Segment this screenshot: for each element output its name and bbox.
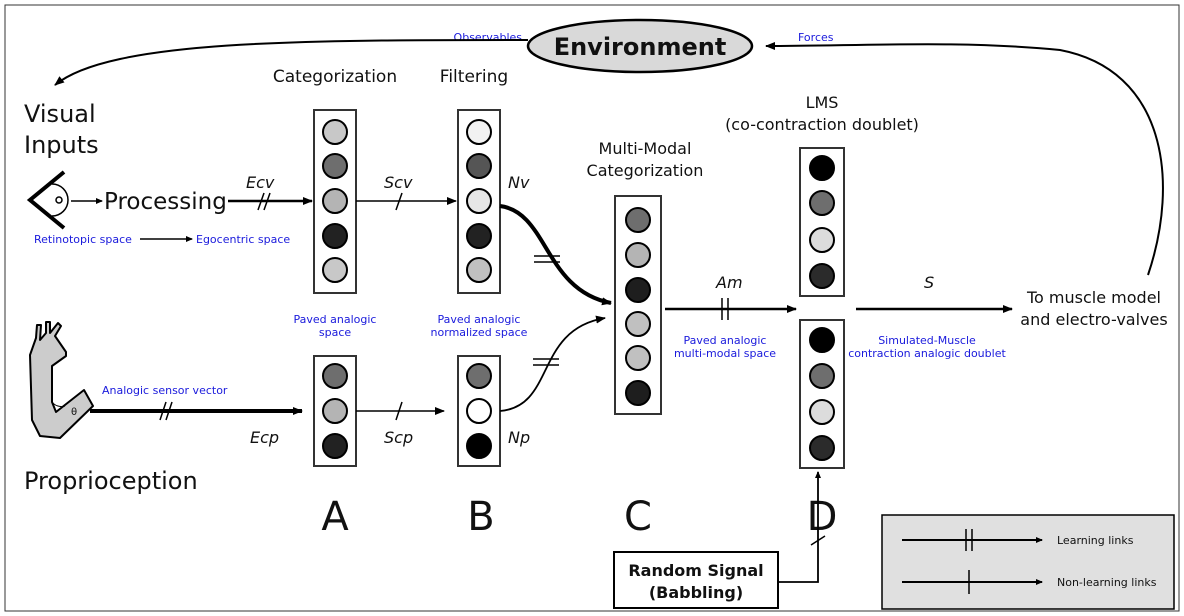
random-signal-box xyxy=(613,551,779,609)
nv-label: Nv xyxy=(508,173,530,192)
scv-tick xyxy=(395,192,403,211)
nv-link xyxy=(499,204,612,306)
visual-inputs-line1: Visual xyxy=(24,100,96,128)
letter-b: B xyxy=(467,494,494,540)
neuron-c1 xyxy=(625,207,651,233)
scp-label: Scp xyxy=(384,428,413,447)
neuron-b-v3 xyxy=(466,188,492,214)
filtering-header: Filtering xyxy=(440,67,508,87)
neuron-d-t3 xyxy=(809,227,835,253)
forces-label: Forces xyxy=(798,31,834,44)
visual-inputs-line2: Inputs xyxy=(24,131,99,159)
categorization-header: Categorization xyxy=(273,67,397,87)
neuron-b-v4 xyxy=(466,223,492,249)
neuron-c2 xyxy=(625,242,651,268)
legend-non-learning-label: Non-learning links xyxy=(1057,576,1157,589)
legend-learning-label: Learning links xyxy=(1057,534,1134,547)
neuron-c5 xyxy=(625,345,651,371)
multimodal-header-line1: Multi-Modal xyxy=(599,139,692,158)
egocentric-label: Egocentric space xyxy=(196,233,290,246)
neuron-a-v5 xyxy=(322,257,348,283)
neuron-d-b2 xyxy=(809,363,835,389)
paved-normalized-line1: Paved analogic xyxy=(438,313,521,326)
output-line1: To muscle model xyxy=(1026,288,1161,307)
neuron-d-b4 xyxy=(809,435,835,461)
neuron-d-b1 xyxy=(809,327,835,353)
scv-label: Scv xyxy=(384,173,413,192)
letter-c: C xyxy=(624,494,652,540)
random-signal-line1: Random Signal xyxy=(628,561,763,580)
neuron-c3 xyxy=(625,277,651,303)
neuron-a-v3 xyxy=(322,188,348,214)
multimodal-header-line2: Categorization xyxy=(587,161,704,180)
neuron-d-t1 xyxy=(809,155,835,181)
arm-icon xyxy=(29,321,94,439)
output-line2: and electro-valves xyxy=(1020,310,1167,329)
neuron-b-p3 xyxy=(466,433,492,459)
proprioception-label: Proprioception xyxy=(24,467,198,495)
scp-tick xyxy=(395,401,403,421)
ecv-learning-tick-1 xyxy=(257,192,265,211)
paved-normalized-line2: normalized space xyxy=(431,326,528,339)
neuron-b-v2 xyxy=(466,153,492,179)
processing-label: Processing xyxy=(104,189,227,215)
neuron-a-v1 xyxy=(322,119,348,145)
ecv-label: Ecv xyxy=(246,173,275,192)
neuron-b-p2 xyxy=(466,398,492,424)
observables-label: Observables xyxy=(454,31,523,44)
observables-arrow xyxy=(54,39,529,86)
babbling-tick xyxy=(810,535,826,546)
lms-header-line1: LMS xyxy=(806,93,839,112)
analogic-sensor-label: Analogic sensor vector xyxy=(102,384,228,397)
babbling-link xyxy=(778,471,821,583)
neuron-d-t4 xyxy=(809,263,835,289)
outer-frame xyxy=(4,4,1180,612)
paved-analogic-line1: Paved analogic xyxy=(294,313,377,326)
am-label: Am xyxy=(715,273,743,292)
ecp-learning-tick-1 xyxy=(159,401,167,421)
ecp-label: Ecp xyxy=(250,428,279,447)
lms-header-line2: (co-contraction doublet) xyxy=(725,115,919,134)
theta-label: θ xyxy=(71,407,77,418)
neuron-a-p1 xyxy=(322,363,348,389)
neuron-b-v1 xyxy=(466,119,492,145)
forces-arrow xyxy=(765,41,1164,276)
neuron-c6 xyxy=(625,380,651,406)
paved-multimodal-line1: Paved analogic xyxy=(684,334,767,347)
ecv-learning-tick-2 xyxy=(263,192,271,211)
neuron-c4 xyxy=(625,311,651,337)
paved-multimodal-line2: multi-modal space xyxy=(674,347,776,360)
legend-box xyxy=(881,514,1175,610)
np-link xyxy=(499,315,606,412)
neuron-a-p2 xyxy=(322,398,348,424)
s-label: S xyxy=(924,273,934,292)
environment-node xyxy=(526,18,754,74)
sim-muscle-line1: Simulated-Muscle xyxy=(878,334,976,347)
paved-analogic-line2: space xyxy=(319,326,352,339)
ecp-learning-tick-2 xyxy=(165,401,173,421)
neuron-b-p1 xyxy=(466,363,492,389)
neuron-a-v2 xyxy=(322,153,348,179)
sim-muscle-line2: contraction analogic doublet xyxy=(848,347,1006,360)
neuron-b-v5 xyxy=(466,257,492,283)
neuron-d-t2 xyxy=(809,190,835,216)
environment-label: Environment xyxy=(554,33,727,61)
eye-icon xyxy=(26,170,69,230)
np-label: Np xyxy=(508,428,530,447)
neuron-a-v4 xyxy=(322,223,348,249)
letter-d: D xyxy=(807,494,838,540)
retinotopic-label: Retinotopic space xyxy=(34,233,132,246)
random-signal-line2: (Babbling) xyxy=(649,583,743,602)
neuron-d-b3 xyxy=(809,399,835,425)
neuron-a-p3 xyxy=(322,433,348,459)
letter-a: A xyxy=(321,494,349,540)
